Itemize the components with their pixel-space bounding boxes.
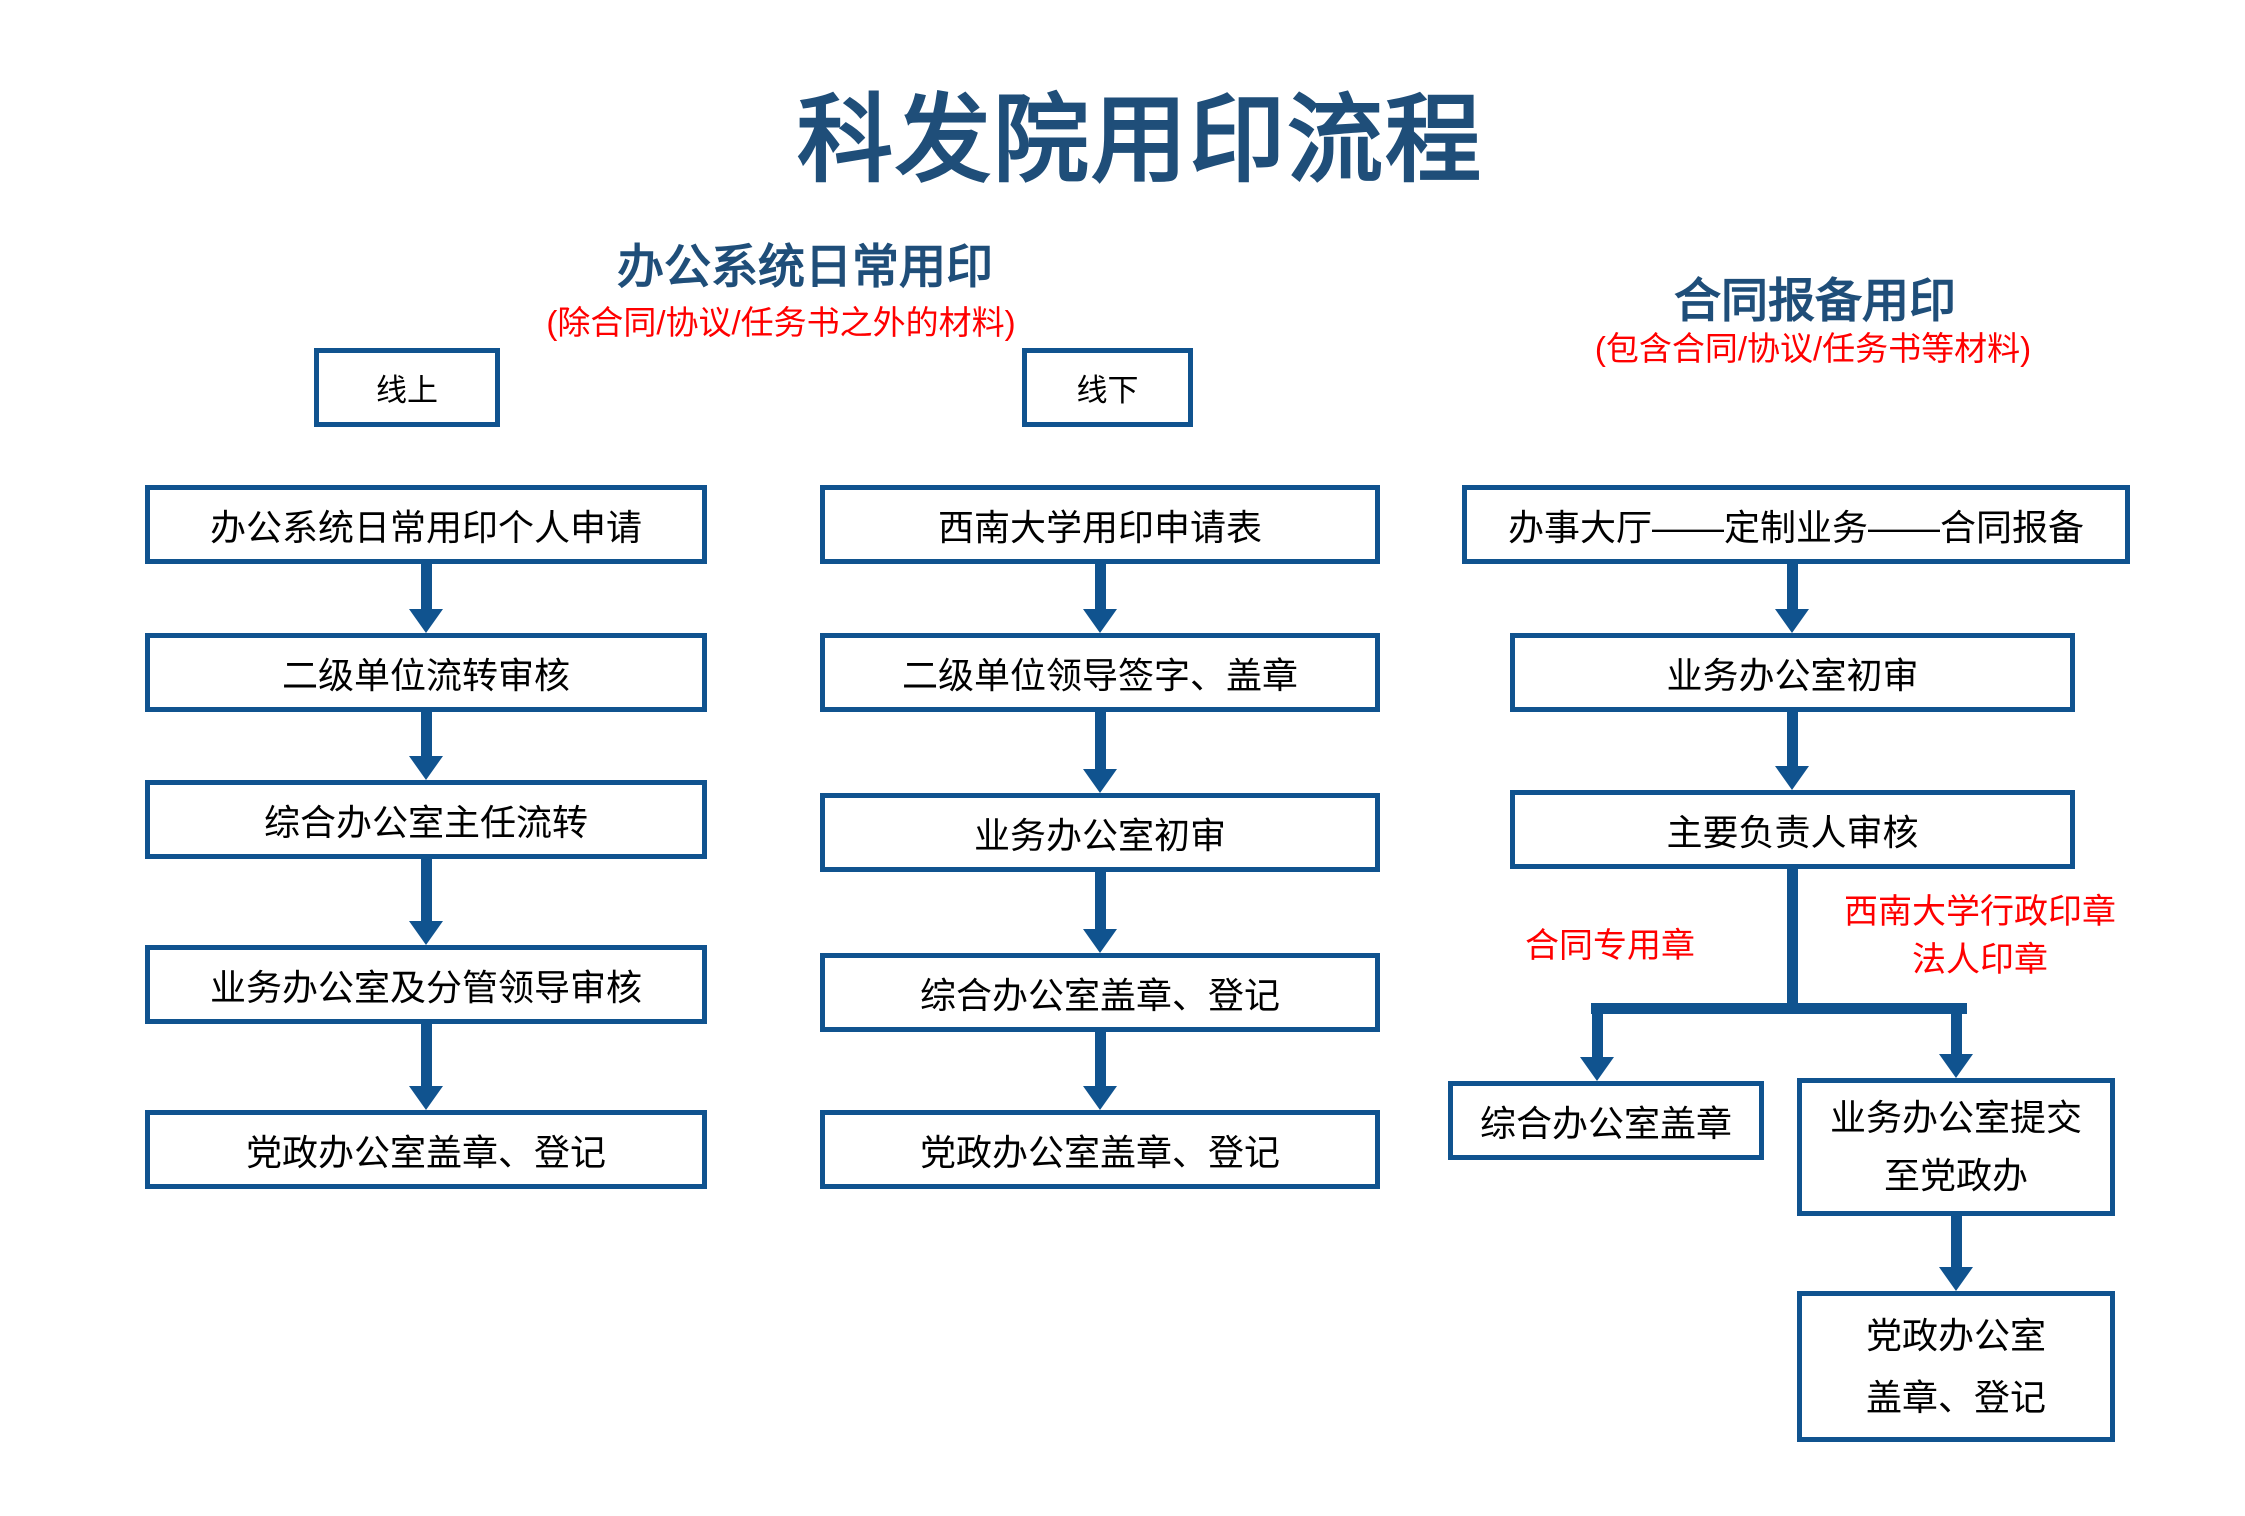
page-title: 科发院用印流程 (797, 87, 1483, 194)
branch-left-arrow-icon (1580, 1014, 1614, 1081)
branch-box-general-office: 综合办公室盖章 (1448, 1081, 1764, 1160)
left-branch-seal-label: 合同专用章 (1525, 927, 1695, 965)
right-branch-seal-label: 西南大学行政印章 法人印章 (1840, 888, 2120, 984)
arrow-down-icon (1775, 564, 1809, 633)
daily-section-header: 办公系统日常用印 (617, 240, 993, 293)
branch-horizontal-line (1591, 1003, 1967, 1014)
contract-section-note: (包含合同/协议/任务书等材料) (1594, 330, 2032, 367)
branch-box-business-office-line1: 业务办公室提交 (1829, 1097, 2082, 1138)
arrow-down-icon (409, 564, 443, 633)
arrow-down-icon (409, 712, 443, 780)
online-step-5: 党政办公室盖章、登记 (145, 1110, 707, 1189)
arrow-down-icon (1083, 872, 1117, 953)
offline-step-2: 二级单位领导签字、盖章 (820, 633, 1380, 712)
right-branch-seal-label-line2: 法人印章 (1912, 941, 2048, 979)
final-box-party-admin: 党政办公室 盖章、登记 (1797, 1291, 2115, 1442)
branch-right-arrow-icon (1939, 1014, 1973, 1078)
contract-step-2: 业务办公室初审 (1510, 633, 2075, 712)
offline-tag-box: 线下 (1022, 348, 1193, 427)
contract-step-1: 办事大厅——定制业务——合同报备 (1462, 485, 2130, 564)
branch-box-business-office-line2: 至党政办 (1883, 1155, 2028, 1196)
offline-step-4: 综合办公室盖章、登记 (820, 953, 1380, 1032)
right-branch-seal-label-line1: 西南大学行政印章 (1844, 893, 2116, 931)
online-step-2: 二级单位流转审核 (145, 633, 707, 712)
online-step-1: 办公系统日常用印个人申请 (145, 485, 707, 564)
contract-section-header: 合同报备用印 (1674, 274, 1956, 327)
final-box-party-admin-line2: 盖章、登记 (1865, 1376, 2046, 1418)
arrow-down-icon (409, 859, 443, 945)
offline-step-1: 西南大学用印申请表 (820, 485, 1380, 564)
arrow-down-icon (1775, 712, 1809, 790)
offline-step-3: 业务办公室初审 (820, 793, 1380, 872)
online-tag-box: 线上 (314, 348, 500, 427)
branch-stem-line (1787, 869, 1798, 1014)
arrow-down-icon (1083, 564, 1117, 633)
online-step-3: 综合办公室主任流转 (145, 780, 707, 859)
branch-box-business-office: 业务办公室提交 至党政办 (1797, 1078, 2115, 1216)
contract-step-3: 主要负责人审核 (1510, 790, 2075, 869)
offline-step-5: 党政办公室盖章、登记 (820, 1110, 1380, 1189)
final-box-party-admin-line1: 党政办公室 (1865, 1314, 2046, 1356)
online-step-4: 业务办公室及分管领导审核 (145, 945, 707, 1024)
arrow-down-icon (1939, 1216, 1973, 1291)
arrow-down-icon (409, 1024, 443, 1110)
daily-section-note: (除合同/协议/任务书之外的材料) (546, 304, 1016, 341)
arrow-down-icon (1083, 1032, 1117, 1110)
arrow-down-icon (1083, 712, 1117, 793)
